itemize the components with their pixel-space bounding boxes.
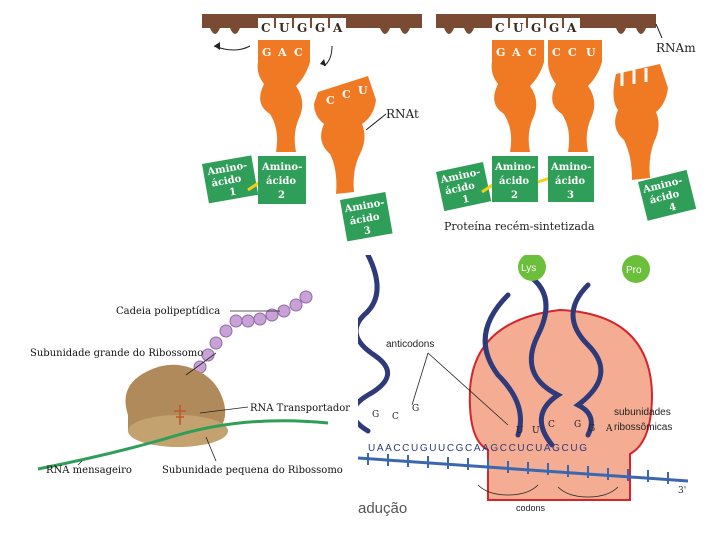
amino-acid-1: Amino- ácido 1 — [436, 162, 492, 212]
ribosome-body — [468, 308, 654, 501]
svg-text:2: 2 — [511, 190, 518, 201]
codon-letter: U — [513, 21, 524, 35]
svg-text:U: U — [532, 426, 540, 436]
svg-text:Amino-: Amino- — [550, 162, 591, 173]
label-codons: codons — [516, 503, 546, 513]
anticodon-letter: U — [358, 84, 368, 97]
codon-letter: U — [279, 21, 290, 35]
panel-trna-translation-step2: C U G G A RNAm G A C C C U Amino- ácido … — [430, 0, 720, 250]
label-transfer-rna: RNA Transportador — [250, 403, 350, 414]
polypeptide-chain — [183, 290, 313, 386]
codon-letter: G — [549, 21, 559, 35]
anticodon-letter: C — [528, 46, 537, 59]
label-anticodons: anticodons — [386, 339, 434, 350]
amino-acid-2: Amino- ácido 2 — [258, 156, 306, 204]
amino-acid-1: Amino- ácido 1 — [202, 155, 259, 204]
svg-text:4: 4 — [668, 202, 677, 214]
codon-letter: A — [332, 21, 343, 35]
codon-letter: G — [297, 21, 307, 35]
svg-text:3: 3 — [363, 225, 372, 237]
label-polypeptide-chain: Cadeia polipeptídica — [116, 306, 220, 317]
svg-text:G: G — [574, 420, 581, 430]
mrna-3prime-label: 3' — [678, 486, 686, 496]
ribosome-large-subunit — [125, 364, 226, 431]
amino-acid-3: Amino- ácido 3 — [340, 192, 393, 242]
anticodon-letter: C — [552, 46, 561, 59]
codon-letter: C — [261, 21, 271, 35]
amino-acid-4: Amino- ácido 4 — [638, 169, 697, 221]
svg-text:1: 1 — [229, 187, 238, 199]
panel-trna-translation-step1: C U G G A G A C C C U RNAt Amino- — [190, 0, 430, 250]
svg-text:C: C — [548, 420, 555, 430]
codon-letter: G — [531, 21, 541, 35]
trna-shape — [491, 40, 544, 152]
label-messenger-rna: RNA mensageiro — [46, 465, 132, 476]
svg-text:1: 1 — [461, 194, 470, 206]
anticodon-letter: C — [568, 46, 577, 59]
label-large-subunit: Subunidade grande do Ribossomo — [30, 348, 203, 359]
trna-shape — [174, 405, 186, 425]
anticodon-letter: U — [586, 46, 596, 59]
svg-text:ácido: ácido — [349, 211, 381, 227]
svg-text:Amino-: Amino- — [494, 162, 535, 173]
trna-label: RNAt — [386, 107, 419, 121]
trna-shape-leaving — [613, 64, 668, 180]
amino-acid-pro — [622, 255, 650, 283]
anticodon-letter: C — [326, 94, 335, 107]
codon-letter: A — [566, 21, 577, 35]
svg-text:Pro: Pro — [626, 265, 642, 276]
trna-coil — [358, 255, 604, 448]
codon-letter: G — [315, 21, 325, 35]
anticodon-letter: G — [262, 46, 271, 59]
ribosome-small-subunit — [128, 415, 228, 447]
svg-text:ácido: ácido — [499, 176, 529, 187]
mrna-label: RNAm — [656, 41, 696, 55]
anticodon-letter: A — [511, 46, 521, 59]
svg-text:G: G — [588, 424, 595, 434]
codon-letter: C — [495, 21, 505, 35]
svg-text:3: 3 — [567, 190, 574, 201]
svg-text:G: G — [372, 410, 379, 420]
mrna-strand — [358, 456, 689, 483]
trna-shape — [548, 40, 602, 152]
svg-text:ácido: ácido — [266, 176, 296, 187]
svg-text:A: A — [605, 424, 613, 434]
amino-acid-lys — [518, 255, 546, 281]
amino-acid-3: Amino- ácido 3 — [548, 156, 594, 202]
svg-text:Amino-: Amino- — [261, 162, 302, 173]
svg-text:ácido: ácido — [555, 176, 585, 187]
anticodon-letter: C — [342, 88, 351, 101]
svg-text:ácido: ácido — [211, 173, 243, 189]
trna-shape-incoming — [314, 76, 376, 194]
anticodon-letter: A — [277, 46, 287, 59]
label-small-subunit: Subunidade pequena do Ribossomo — [162, 465, 343, 476]
panel-ribosome-codons: UAACCUGUUCGCAAGCCUCUAGCUG 3' Lys Pro G C… — [358, 255, 720, 540]
svg-text:G: G — [412, 404, 419, 414]
svg-text:Lys: Lys — [521, 263, 536, 274]
label-subunits: subunidades — [614, 407, 671, 418]
mrna-strand — [37, 419, 329, 471]
svg-text:2: 2 — [278, 190, 285, 201]
panel-ribosome-labeled: Cadeia polipeptídica Subunidade grande d… — [20, 255, 360, 540]
trna-shape — [257, 40, 310, 152]
mrna-sequence: UAACCUGUUCGCAAGCCUCUAGCUG — [368, 443, 589, 454]
anticodon-letter: C — [294, 46, 303, 59]
svg-text:U: U — [516, 426, 524, 436]
arrow-icon — [323, 45, 333, 67]
label-subunits: ribossômicas — [614, 422, 672, 433]
anticodon-letter: G — [496, 46, 505, 59]
amino-acid-2: Amino- ácido 2 — [492, 156, 538, 202]
svg-text:C: C — [392, 412, 399, 422]
figure-caption: Proteína recém-sintetizada — [444, 220, 595, 233]
label-translation: adução — [358, 500, 407, 517]
